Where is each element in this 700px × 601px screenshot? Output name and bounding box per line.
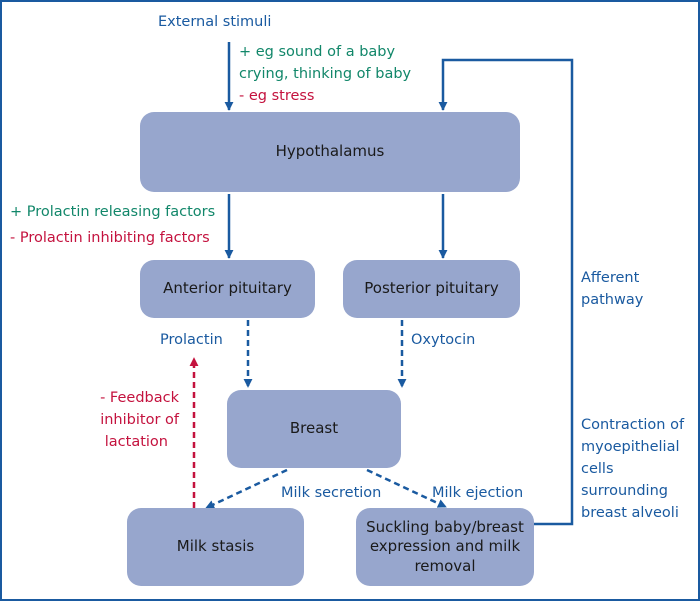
feedback-line-2: inhibitor of bbox=[100, 412, 179, 428]
external-stimuli-label: External stimuli bbox=[158, 14, 272, 30]
milk-ejection-label: Milk ejection bbox=[432, 485, 524, 501]
contraction-line-3: cells bbox=[581, 461, 614, 477]
prolactin-label: Prolactin bbox=[160, 332, 223, 348]
anterior-pituitary-box: Anterior pituitary bbox=[140, 260, 315, 318]
contraction-line-1: Contraction of bbox=[581, 417, 685, 433]
contraction-line-4: surrounding bbox=[581, 483, 668, 499]
arrow-afferent-pathway bbox=[438, 58, 574, 526]
prolactin-inhibiting-label: - Prolactin inhibiting factors bbox=[10, 230, 210, 246]
milk-stasis-box: Milk stasis bbox=[127, 508, 304, 586]
breast-box: Breast bbox=[227, 390, 401, 468]
posterior-pituitary-box: Posterior pituitary bbox=[343, 260, 520, 318]
stimuli-positive-line-2: crying, thinking of baby bbox=[239, 66, 412, 82]
feedback-line-3: lactation bbox=[104, 434, 168, 450]
milk-secretion-label: Milk secretion bbox=[281, 485, 382, 501]
stimuli-negative-label: - eg stress bbox=[239, 88, 315, 104]
feedback-line-1: - Feedback bbox=[100, 390, 179, 406]
suckling-box: Suckling baby/breast expression and milk… bbox=[356, 508, 534, 586]
stimuli-positive-line-1: + eg sound of a baby bbox=[239, 44, 396, 60]
prolactin-releasing-label: + Prolactin releasing factors bbox=[10, 204, 216, 220]
contraction-line-2: myoepithelial bbox=[581, 439, 680, 455]
contraction-line-5: breast alveoli bbox=[581, 505, 679, 521]
hypothalamus-box: Hypothalamus bbox=[140, 112, 520, 192]
afferent-pathway-line-2: pathway bbox=[581, 292, 644, 308]
afferent-pathway-line-1: Afferent bbox=[581, 270, 640, 286]
arrow-breast-to-milk-stasis bbox=[205, 468, 288, 510]
arrow-breast-to-suckling bbox=[366, 468, 447, 509]
oxytocin-label: Oxytocin bbox=[411, 332, 476, 348]
